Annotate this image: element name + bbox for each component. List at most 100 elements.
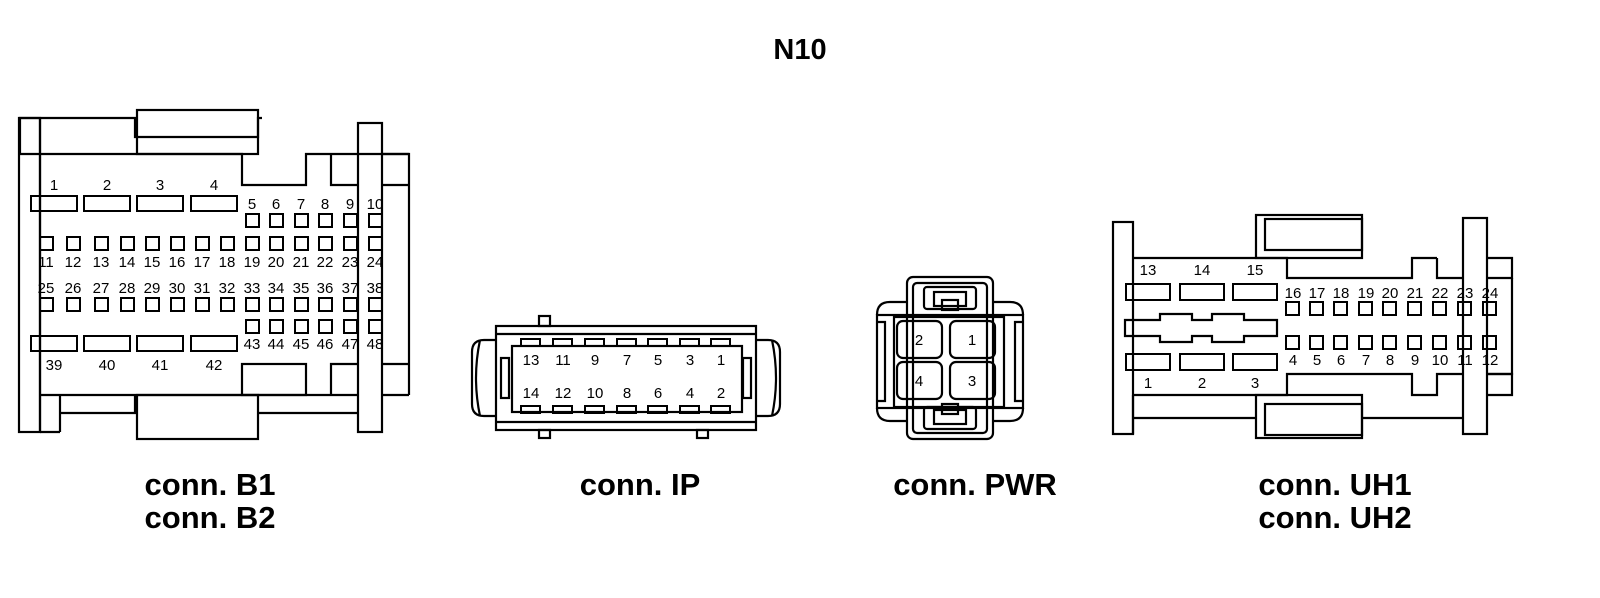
pin-label-uh-20: 20 (1382, 285, 1399, 302)
pin-b-3 (136, 195, 184, 212)
pin-label-b-15: 15 (144, 254, 161, 271)
pin-uh-15 (1232, 283, 1278, 301)
pin-label-b-7: 7 (297, 196, 305, 213)
pin-ip-11 (552, 338, 573, 347)
pin-uh-2 (1179, 353, 1225, 371)
pin-b-48 (368, 319, 383, 334)
pin-label-uh-12: 12 (1482, 352, 1499, 369)
pin-uh-8 (1382, 335, 1397, 350)
pin-label-uh-15: 15 (1247, 262, 1264, 279)
pin-uh-6 (1333, 335, 1348, 350)
pin-b-11 (39, 236, 54, 251)
pin-label-uh-5: 5 (1313, 352, 1321, 369)
pin-b-28 (120, 297, 135, 312)
pin-label-b-26: 26 (65, 280, 82, 297)
pin-b-12 (66, 236, 81, 251)
pin-label-uh-1: 1 (1144, 375, 1152, 392)
pin-label-b-23: 23 (342, 254, 359, 271)
pin-b-8 (318, 213, 333, 228)
pin-label-uh-14: 14 (1194, 262, 1211, 279)
pin-label-ip-9: 9 (591, 352, 599, 369)
connector-ip-housing (470, 314, 782, 440)
pin-label-ip-12: 12 (555, 385, 572, 402)
pin-label-uh-6: 6 (1337, 352, 1345, 369)
pin-label-b-31: 31 (194, 280, 211, 297)
pin-ip-1 (710, 338, 731, 347)
pin-b-46 (318, 319, 333, 334)
pin-uh-3 (1232, 353, 1278, 371)
pin-b-34 (269, 297, 284, 312)
pin-label-uh-4: 4 (1289, 352, 1297, 369)
pin-b-16 (170, 236, 185, 251)
pin-label-ip-4: 4 (686, 385, 694, 402)
pin-ip-2 (710, 405, 731, 414)
pin-uh-22 (1432, 301, 1447, 316)
pin-b-2 (83, 195, 131, 212)
pin-ip-12 (552, 405, 573, 414)
pin-b-20 (269, 236, 284, 251)
pin-b-33 (245, 297, 260, 312)
pin-label-uh-11: 11 (1457, 352, 1473, 369)
pin-label-uh-23: 23 (1457, 285, 1474, 302)
pin-b-41 (136, 335, 184, 352)
caption-conn-ip-text: conn. IP (579, 467, 701, 502)
pin-label-b-43: 43 (244, 336, 261, 353)
pin-b-36 (318, 297, 333, 312)
pin-b-1 (30, 195, 78, 212)
pin-label-b-45: 45 (293, 336, 310, 353)
pin-label-b-33: 33 (244, 280, 261, 297)
pin-ip-10 (584, 405, 605, 414)
pin-ip-6 (647, 405, 668, 414)
pin-ip-14 (520, 405, 541, 414)
pin-label-ip-5: 5 (654, 352, 662, 369)
pin-label-b-39: 39 (46, 357, 63, 374)
pin-b-22 (318, 236, 333, 251)
pin-uh-4 (1285, 335, 1300, 350)
pin-label-ip-11: 11 (555, 352, 571, 369)
pin-label-ip-6: 6 (654, 385, 662, 402)
pin-label-pwr-1: 1 (968, 332, 976, 349)
connector-pwr-housing (875, 275, 1025, 441)
pin-ip-13 (520, 338, 541, 347)
pin-b-31 (195, 297, 210, 312)
pin-label-uh-17: 17 (1309, 285, 1326, 302)
pin-label-ip-2: 2 (717, 385, 725, 402)
pin-b-24 (368, 236, 383, 251)
caption-conn-b2: conn. B2 (144, 500, 276, 535)
pin-label-ip-3: 3 (686, 352, 694, 369)
pin-uh-11 (1457, 335, 1472, 350)
pin-label-ip-1: 1 (717, 352, 725, 369)
pin-label-uh-2: 2 (1198, 375, 1206, 392)
pin-uh-13 (1125, 283, 1171, 301)
pin-b-32 (220, 297, 235, 312)
pin-label-b-35: 35 (293, 280, 310, 297)
pin-label-uh-8: 8 (1386, 352, 1394, 369)
pin-b-5 (245, 213, 260, 228)
pin-uh-10 (1432, 335, 1447, 350)
pin-label-ip-13: 13 (523, 352, 540, 369)
pin-b-40 (83, 335, 131, 352)
pin-label-b-10: 10 (367, 196, 384, 213)
pin-b-35 (294, 297, 309, 312)
pin-label-b-16: 16 (169, 254, 186, 271)
pin-b-39 (30, 335, 78, 352)
pin-uh-24 (1482, 301, 1497, 316)
pin-label-b-4: 4 (210, 177, 218, 194)
pin-uh-9 (1407, 335, 1422, 350)
pin-label-uh-18: 18 (1333, 285, 1350, 302)
pin-label-b-14: 14 (119, 254, 136, 271)
caption-conn-uh1: conn. UH1 (1258, 467, 1412, 502)
pin-label-uh-7: 7 (1362, 352, 1370, 369)
pin-label-b-17: 17 (194, 254, 211, 271)
pin-label-ip-14: 14 (523, 385, 540, 402)
pin-label-b-30: 30 (169, 280, 186, 297)
pin-label-b-34: 34 (268, 280, 285, 297)
pin-label-b-13: 13 (93, 254, 110, 271)
pin-label-b-28: 28 (119, 280, 136, 297)
pin-label-b-29: 29 (144, 280, 161, 297)
pin-label-b-38: 38 (367, 280, 384, 297)
pin-label-b-46: 46 (317, 336, 334, 353)
pin-uh-18 (1333, 301, 1348, 316)
pin-label-b-37: 37 (342, 280, 359, 297)
